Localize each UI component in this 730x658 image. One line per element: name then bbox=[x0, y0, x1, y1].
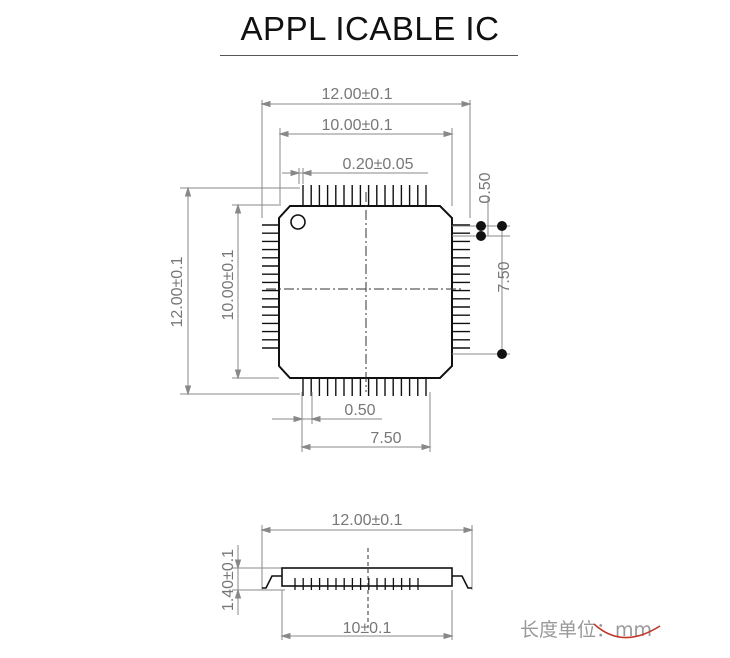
top-leads bbox=[302, 185, 427, 206]
title-underline bbox=[220, 55, 518, 56]
annotation-curve bbox=[593, 623, 661, 639]
label-body-width: 10.00±0.1 bbox=[321, 117, 392, 134]
side-body bbox=[262, 567, 472, 589]
side-leads bbox=[294, 578, 419, 590]
left-leads bbox=[262, 224, 279, 349]
label-overall-height: 12.00±0.1 bbox=[169, 256, 186, 327]
side-right-gullwing bbox=[452, 575, 472, 589]
label-lead-span-bottom: 7.50 bbox=[370, 430, 401, 447]
right-leads bbox=[452, 224, 470, 349]
label-body-height: 10.00±0.1 bbox=[220, 249, 237, 320]
label-lead-pitch-right: 0.50 bbox=[477, 172, 494, 203]
side-view bbox=[232, 525, 474, 640]
label-lead-width: 0.20±0.05 bbox=[342, 156, 413, 173]
label-side-overall-width: 12.00±0.1 bbox=[331, 512, 402, 529]
diagram-title: APPL ICABLE IC bbox=[240, 10, 500, 47]
label-lead-pitch-bottom: 0.50 bbox=[344, 402, 375, 419]
label-overall-width: 12.00±0.1 bbox=[321, 86, 392, 103]
label-side-height: 1.40±0.1 bbox=[220, 549, 237, 611]
unit-note: 长度单位：mm bbox=[520, 619, 652, 641]
label-lead-span-right: 7.50 bbox=[496, 261, 513, 292]
top-view bbox=[180, 100, 510, 452]
dimension-dots bbox=[476, 221, 507, 359]
side-left-gullwing bbox=[262, 575, 282, 589]
pin1-marker bbox=[290, 214, 306, 230]
side-package-body bbox=[281, 567, 453, 587]
label-side-body-width: 10±0.1 bbox=[343, 620, 392, 637]
bottom-leads bbox=[302, 378, 427, 396]
